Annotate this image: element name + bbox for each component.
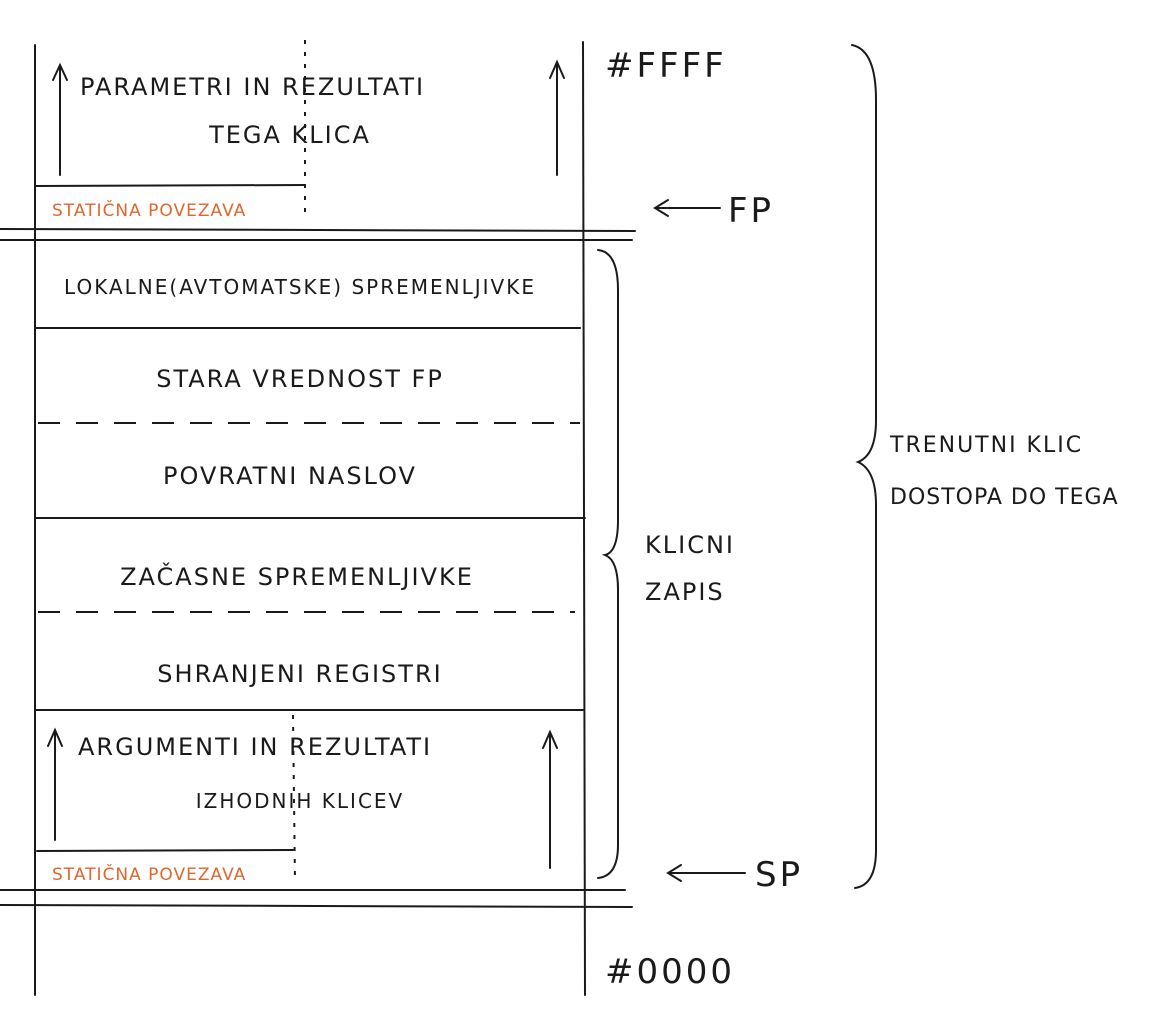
static-link-label: STATIČNA POVEZAVA — [52, 863, 246, 885]
row-label: SHRANJENI REGISTRI — [157, 660, 442, 688]
frame-boundary-top — [0, 228, 636, 241]
row-label: ZAČASNE SPREMENLJIVKE — [120, 561, 474, 591]
up-arrow-icon — [549, 59, 565, 176]
outgoing-line1: ARGUMENTI IN REZULTATI — [78, 733, 432, 761]
call-record-label-line2: ZAPIS — [645, 578, 725, 606]
outgoing-line2: IZHODNIH KLICEV — [196, 789, 404, 813]
fp-label: FP — [728, 191, 774, 231]
dotted-separator — [292, 714, 296, 883]
frame-boundary-bottom — [0, 889, 633, 908]
static-link-box — [36, 849, 294, 852]
row-label: STARA VREDNOST FP — [156, 365, 444, 393]
brace-current-call — [851, 44, 877, 889]
current-call-label-line2: DOSTOPA DO TEGA — [890, 485, 1119, 510]
call-record-label-line1: KLICNI — [645, 531, 735, 559]
row-label: POVRATNI NASLOV — [163, 462, 417, 490]
up-arrow-icon — [47, 727, 63, 841]
left-arrow-icon — [653, 199, 721, 217]
brace-call-record — [597, 249, 619, 879]
address-bottom: #0000 — [605, 952, 735, 992]
up-arrow-icon — [52, 62, 68, 176]
upper-frame-line1: PARAMETRI IN REZULTATI — [80, 73, 425, 101]
up-arrow-icon — [542, 729, 558, 869]
current-call-label-line1: TRENUTNI KLIC — [889, 433, 1083, 458]
static-link-label: STATIČNA POVEZAVA — [52, 199, 246, 221]
upper-frame-line2: TEGA KLICA — [208, 121, 371, 149]
static-link-box — [34, 184, 306, 187]
left-arrow-icon — [666, 864, 746, 882]
address-top: #FFFF — [605, 46, 727, 86]
row-label: LOKALNE(AVTOMATSKE) SPREMENLJIVKE — [64, 275, 536, 299]
sp-label: SP — [755, 855, 803, 895]
